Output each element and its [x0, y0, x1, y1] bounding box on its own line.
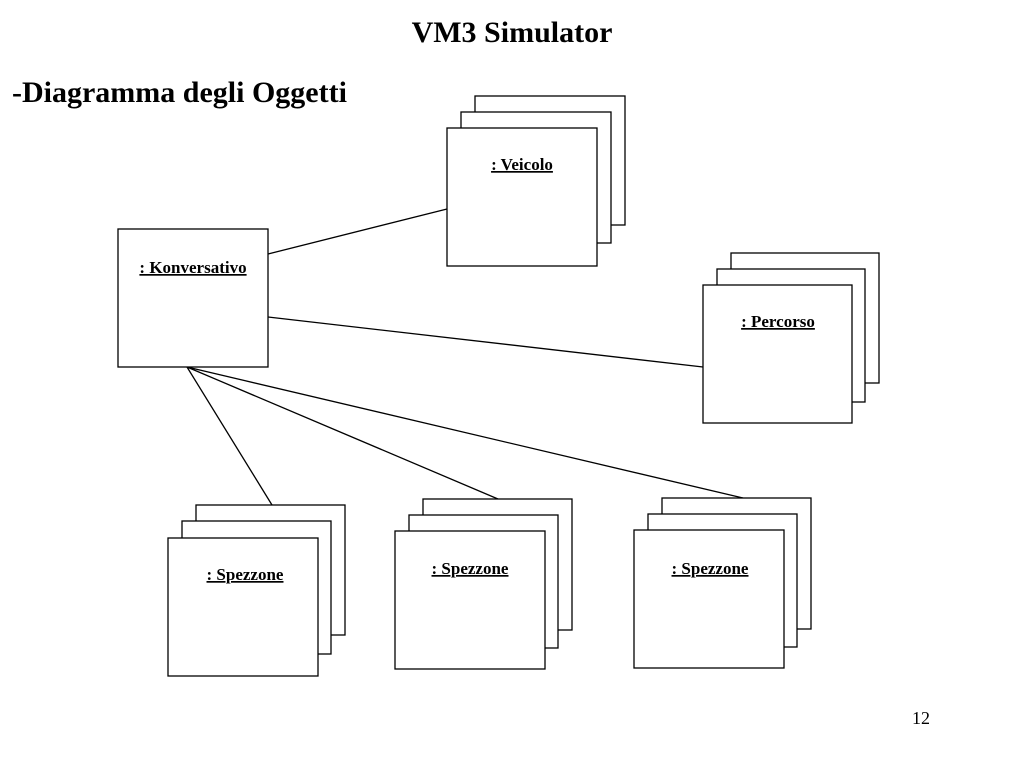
object-percorso-label: : Percorso	[741, 312, 815, 331]
link-konversativo-spezzone-1	[186, 366, 273, 506]
link-konversativo-percorso	[267, 316, 704, 368]
link-konversativo-veicolo	[267, 208, 448, 255]
slide-subtitle: -Diagramma degli Oggetti	[12, 76, 347, 109]
object-spezzone-3: : Spezzone	[633, 497, 812, 669]
object-veicolo-label: : Veicolo	[491, 155, 553, 174]
object-spezzone-1: : Spezzone	[167, 504, 346, 677]
object-spezzone-2-label: : Spezzone	[432, 559, 509, 578]
object-spezzone-2: : Spezzone	[394, 498, 573, 670]
page-number: 12	[912, 708, 930, 728]
link-konversativo-spezzone-2	[186, 366, 499, 500]
object-konversativo: : Konversativo	[117, 228, 269, 368]
slide-title: VM3 Simulator	[411, 16, 613, 49]
object-percorso: : Percorso	[702, 252, 880, 424]
object-spezzone-1-label: : Spezzone	[207, 565, 284, 584]
object-konversativo-label: : Konversativo	[139, 258, 246, 277]
object-veicolo: : Veicolo	[446, 95, 626, 267]
object-spezzone-3-label: : Spezzone	[672, 559, 749, 578]
link-konversativo-spezzone-3	[186, 366, 744, 499]
